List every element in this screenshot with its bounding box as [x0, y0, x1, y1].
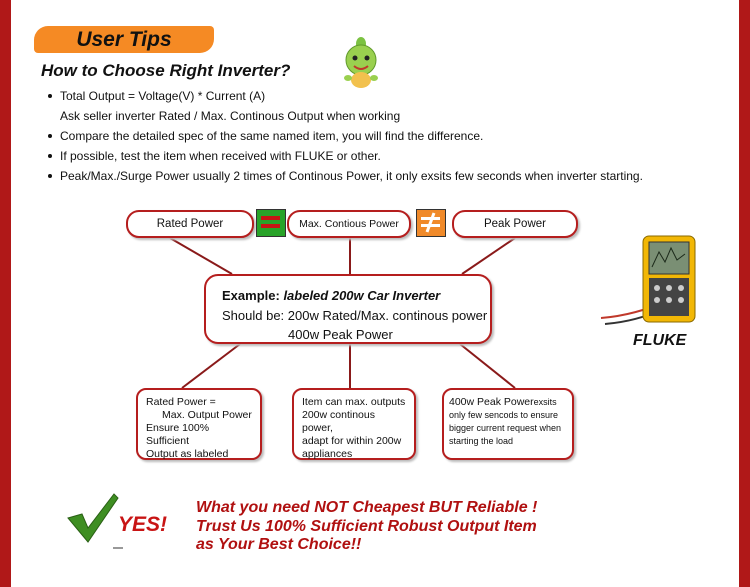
tip-item: Compare the detailed spec of the same na… [46, 128, 643, 148]
box-line: Output as labeled [146, 448, 229, 460]
tip-item: If possible, test the item when received… [46, 148, 643, 168]
tips-list: Total Output = Voltage(V) * Current (A) … [46, 88, 643, 188]
tip-text: Peak/Max./Surge Power usually 2 times of… [60, 169, 643, 183]
box-line: Ensure 100% Sufficient [146, 422, 210, 447]
slogan-line: What you need NOT Cheapest BUT Reliable … [196, 499, 538, 516]
tip-text: Ask seller inverter Rated / Max. Contino… [60, 109, 401, 123]
rated-power-label: Rated Power [126, 210, 254, 238]
not-equal-icon [416, 209, 446, 237]
divider [113, 547, 123, 549]
example-box: Example: labeled 200w Car Inverter Shoul… [204, 274, 492, 344]
box-line: Rated Power = [146, 396, 216, 408]
box-line: 200w continous power, [302, 409, 375, 434]
example-line: 400w Peak Power [288, 327, 393, 342]
slogan-line: Trust Us 100% Sufficient Robust Output I… [196, 517, 537, 535]
box-line: bigger current request when [449, 423, 562, 433]
max-continuous-box: Item can max. outputs 200w continous pow… [292, 388, 416, 460]
slogan: What you need NOT Cheapest BUT Reliable … [196, 499, 537, 555]
tip-text: Total Output = Voltage(V) * Current (A) [60, 89, 266, 103]
box-line: adapt for within 200w [302, 435, 402, 447]
box-line: only few sencods to ensure [449, 410, 559, 420]
page-heading: How to Choose Right Inverter? [41, 61, 291, 80]
tip-item: Peak/Max./Surge Power usually 2 times of… [46, 168, 643, 188]
bullet-icon [48, 154, 52, 158]
box-line: Item can max. outputs [302, 396, 406, 408]
example-line: Should be: 200w Rated/Max. continous pow… [222, 308, 488, 323]
tip-text: Compare the detailed spec of the same na… [60, 129, 484, 143]
box-line: starting the load [449, 436, 514, 446]
box-line: Max. Output Power [162, 409, 252, 421]
peak-power-box: 400w Peak Powerexsits only few sencods t… [442, 388, 574, 460]
slogan-line: as Your Best Choice!! [196, 536, 362, 553]
box-line: 400w Peak Powerexsits [449, 396, 557, 408]
fluke-meter-icon [600, 235, 696, 325]
equals-icon [256, 209, 286, 237]
rated-power-box: Rated Power = Max. Output Power Ensure 1… [136, 388, 262, 460]
tip-text: If possible, test the item when received… [60, 149, 381, 163]
bullet-icon [48, 94, 52, 98]
tip-item: Ask seller inverter Rated / Max. Contino… [46, 108, 643, 128]
diagram-connectors [169, 236, 516, 389]
example-title: Example: labeled 200w Car Inverter [222, 288, 441, 303]
mascot-icon [344, 37, 378, 88]
yes-label: YES! [118, 513, 168, 536]
peak-power-label: Peak Power [452, 210, 578, 238]
fluke-label: FLUKE [633, 332, 687, 349]
max-continuous-power-label: Max. Contious Power [287, 210, 411, 238]
power-diagram: Rated Power Max. Contious Power Peak Pow… [120, 196, 590, 476]
bullet-icon [48, 134, 52, 138]
tip-item: Total Output = Voltage(V) * Current (A) [46, 88, 643, 108]
checkmark-icon [67, 493, 119, 543]
user-tips-tab: User Tips [34, 26, 214, 53]
box-line: appliances [302, 448, 353, 460]
bullet-icon [48, 174, 52, 178]
